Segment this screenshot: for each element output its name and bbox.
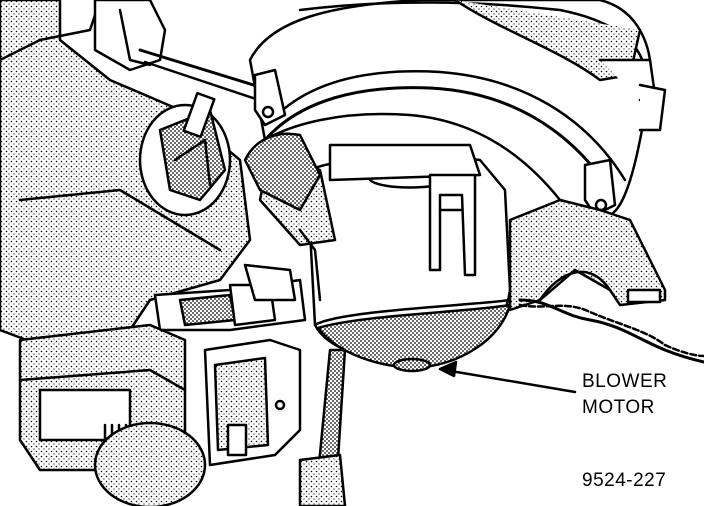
bottom-round-part [93,421,207,506]
blower-motor-cap [316,303,512,370]
callout-label-blower: BLOWER [582,371,668,392]
callout-arrowhead [438,360,458,378]
figure-number: 9524-227 [582,470,667,491]
twisted-wire-b [518,303,704,358]
callout-leader-line [443,368,577,394]
twisted-wire-a [518,298,704,364]
callout-label-motor: MOTOR [582,397,655,418]
